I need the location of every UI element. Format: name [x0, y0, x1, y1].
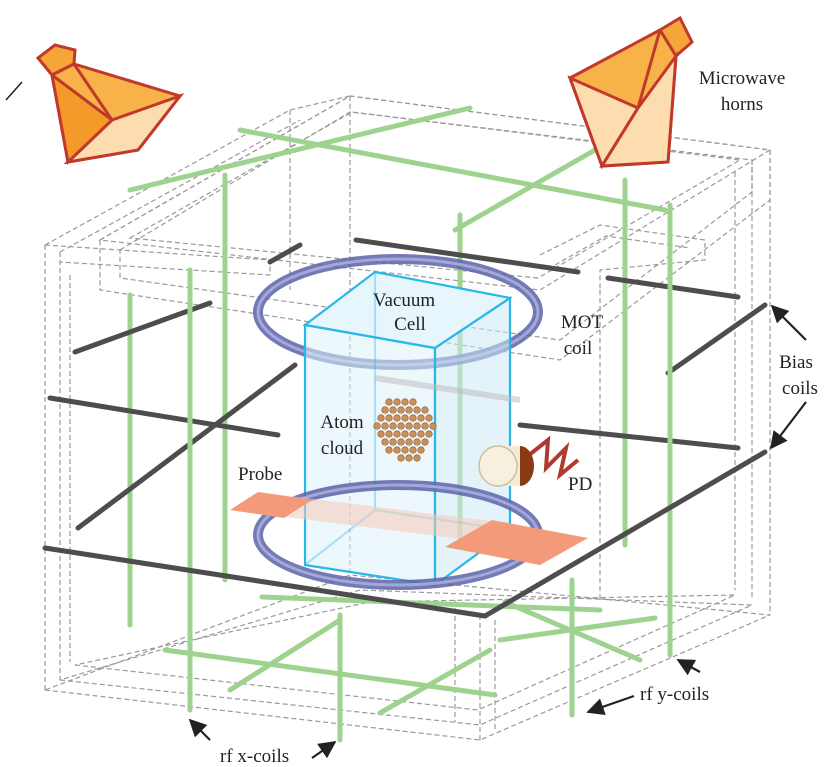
atom — [417, 430, 425, 438]
atom — [417, 446, 425, 454]
label-rf-x-coils: rf x-coils — [220, 746, 289, 767]
label-mot-coil-1: MOT — [561, 312, 604, 333]
label-probe: Probe — [238, 464, 282, 485]
rf-coils-front — [162, 202, 673, 743]
support-frame — [44, 95, 772, 741]
label-bias-coils-1: Bias — [779, 352, 813, 373]
atom — [417, 414, 425, 422]
atom — [409, 430, 417, 438]
atom — [397, 438, 405, 446]
bias-coils-back — [47, 237, 768, 531]
label-mot-coil-2: coil — [564, 338, 593, 359]
bias-coil-segment — [517, 422, 741, 451]
atom — [401, 430, 409, 438]
bias-coil-segment — [47, 395, 281, 438]
label-atom-cloud-2: cloud — [321, 438, 364, 459]
atom — [429, 422, 437, 430]
atom — [409, 414, 417, 422]
atom — [389, 406, 397, 414]
atom — [397, 406, 405, 414]
atom — [393, 446, 401, 454]
atom — [401, 414, 409, 422]
bias-coil-segment — [267, 242, 303, 265]
bias-coil-segment — [605, 275, 741, 300]
atom — [405, 454, 413, 462]
label-atom-cloud-1: Atom — [320, 412, 364, 433]
atom — [413, 422, 421, 430]
atom — [401, 446, 409, 454]
atom — [385, 430, 393, 438]
atom — [413, 438, 421, 446]
atom — [373, 422, 381, 430]
bias-coil-segment — [353, 237, 581, 275]
atom — [393, 398, 401, 406]
atom — [413, 406, 421, 414]
atom — [413, 454, 421, 462]
atom — [389, 438, 397, 446]
atom — [405, 438, 413, 446]
atom — [381, 438, 389, 446]
atom — [425, 430, 433, 438]
atom — [385, 398, 393, 406]
atom — [385, 414, 393, 422]
atom — [421, 422, 429, 430]
bias-coil-segment — [42, 545, 488, 619]
atom-cloud — [373, 398, 437, 462]
bias-coil-segment — [75, 362, 298, 531]
microwave-horn-left — [35, 43, 185, 166]
atom — [393, 430, 401, 438]
rf-coil-segment — [452, 147, 598, 233]
atom — [397, 454, 405, 462]
atom — [409, 398, 417, 406]
atom — [377, 430, 385, 438]
label-bias-coils-2: coils — [782, 378, 818, 399]
bias-coil-segment — [482, 449, 768, 619]
atom — [401, 398, 409, 406]
label-pd: PD — [568, 474, 592, 495]
label-microwave-horns-1: Microwave — [699, 68, 786, 89]
atom — [397, 422, 405, 430]
atom — [425, 414, 433, 422]
atom — [421, 438, 429, 446]
rf-coil-segment — [377, 647, 493, 716]
label-vacuum-cell-2: Cell — [394, 314, 426, 335]
label-microwave-horns-2: horns — [721, 94, 763, 115]
rf-coil-segment — [162, 647, 498, 698]
label-arrows — [5, 81, 807, 759]
atom — [381, 406, 389, 414]
microwave-horn-right — [567, 15, 694, 170]
rf-coil-segment — [227, 617, 343, 693]
rf-coil-segment — [237, 127, 668, 213]
atom — [421, 406, 429, 414]
atom — [409, 446, 417, 454]
rf-coil-segment — [502, 599, 643, 663]
bias-coil-segment — [665, 302, 768, 376]
photodiode — [478, 435, 580, 487]
rf-coil-segment — [259, 594, 603, 613]
rf-coil-segment — [127, 105, 473, 193]
probe-beam — [230, 492, 588, 565]
atom — [405, 422, 413, 430]
atom — [377, 414, 385, 422]
atom — [381, 422, 389, 430]
text-labels: Microwave horns Vacuum Cell MOT coil Bia… — [220, 68, 818, 767]
atom — [385, 446, 393, 454]
atom — [405, 406, 413, 414]
label-vacuum-cell-1: Vacuum — [373, 290, 435, 311]
rf-coil-segment — [497, 615, 658, 643]
label-rf-y-coils: rf y-coils — [640, 684, 709, 705]
atom — [393, 414, 401, 422]
atom — [389, 422, 397, 430]
bias-coils-front — [42, 449, 768, 619]
